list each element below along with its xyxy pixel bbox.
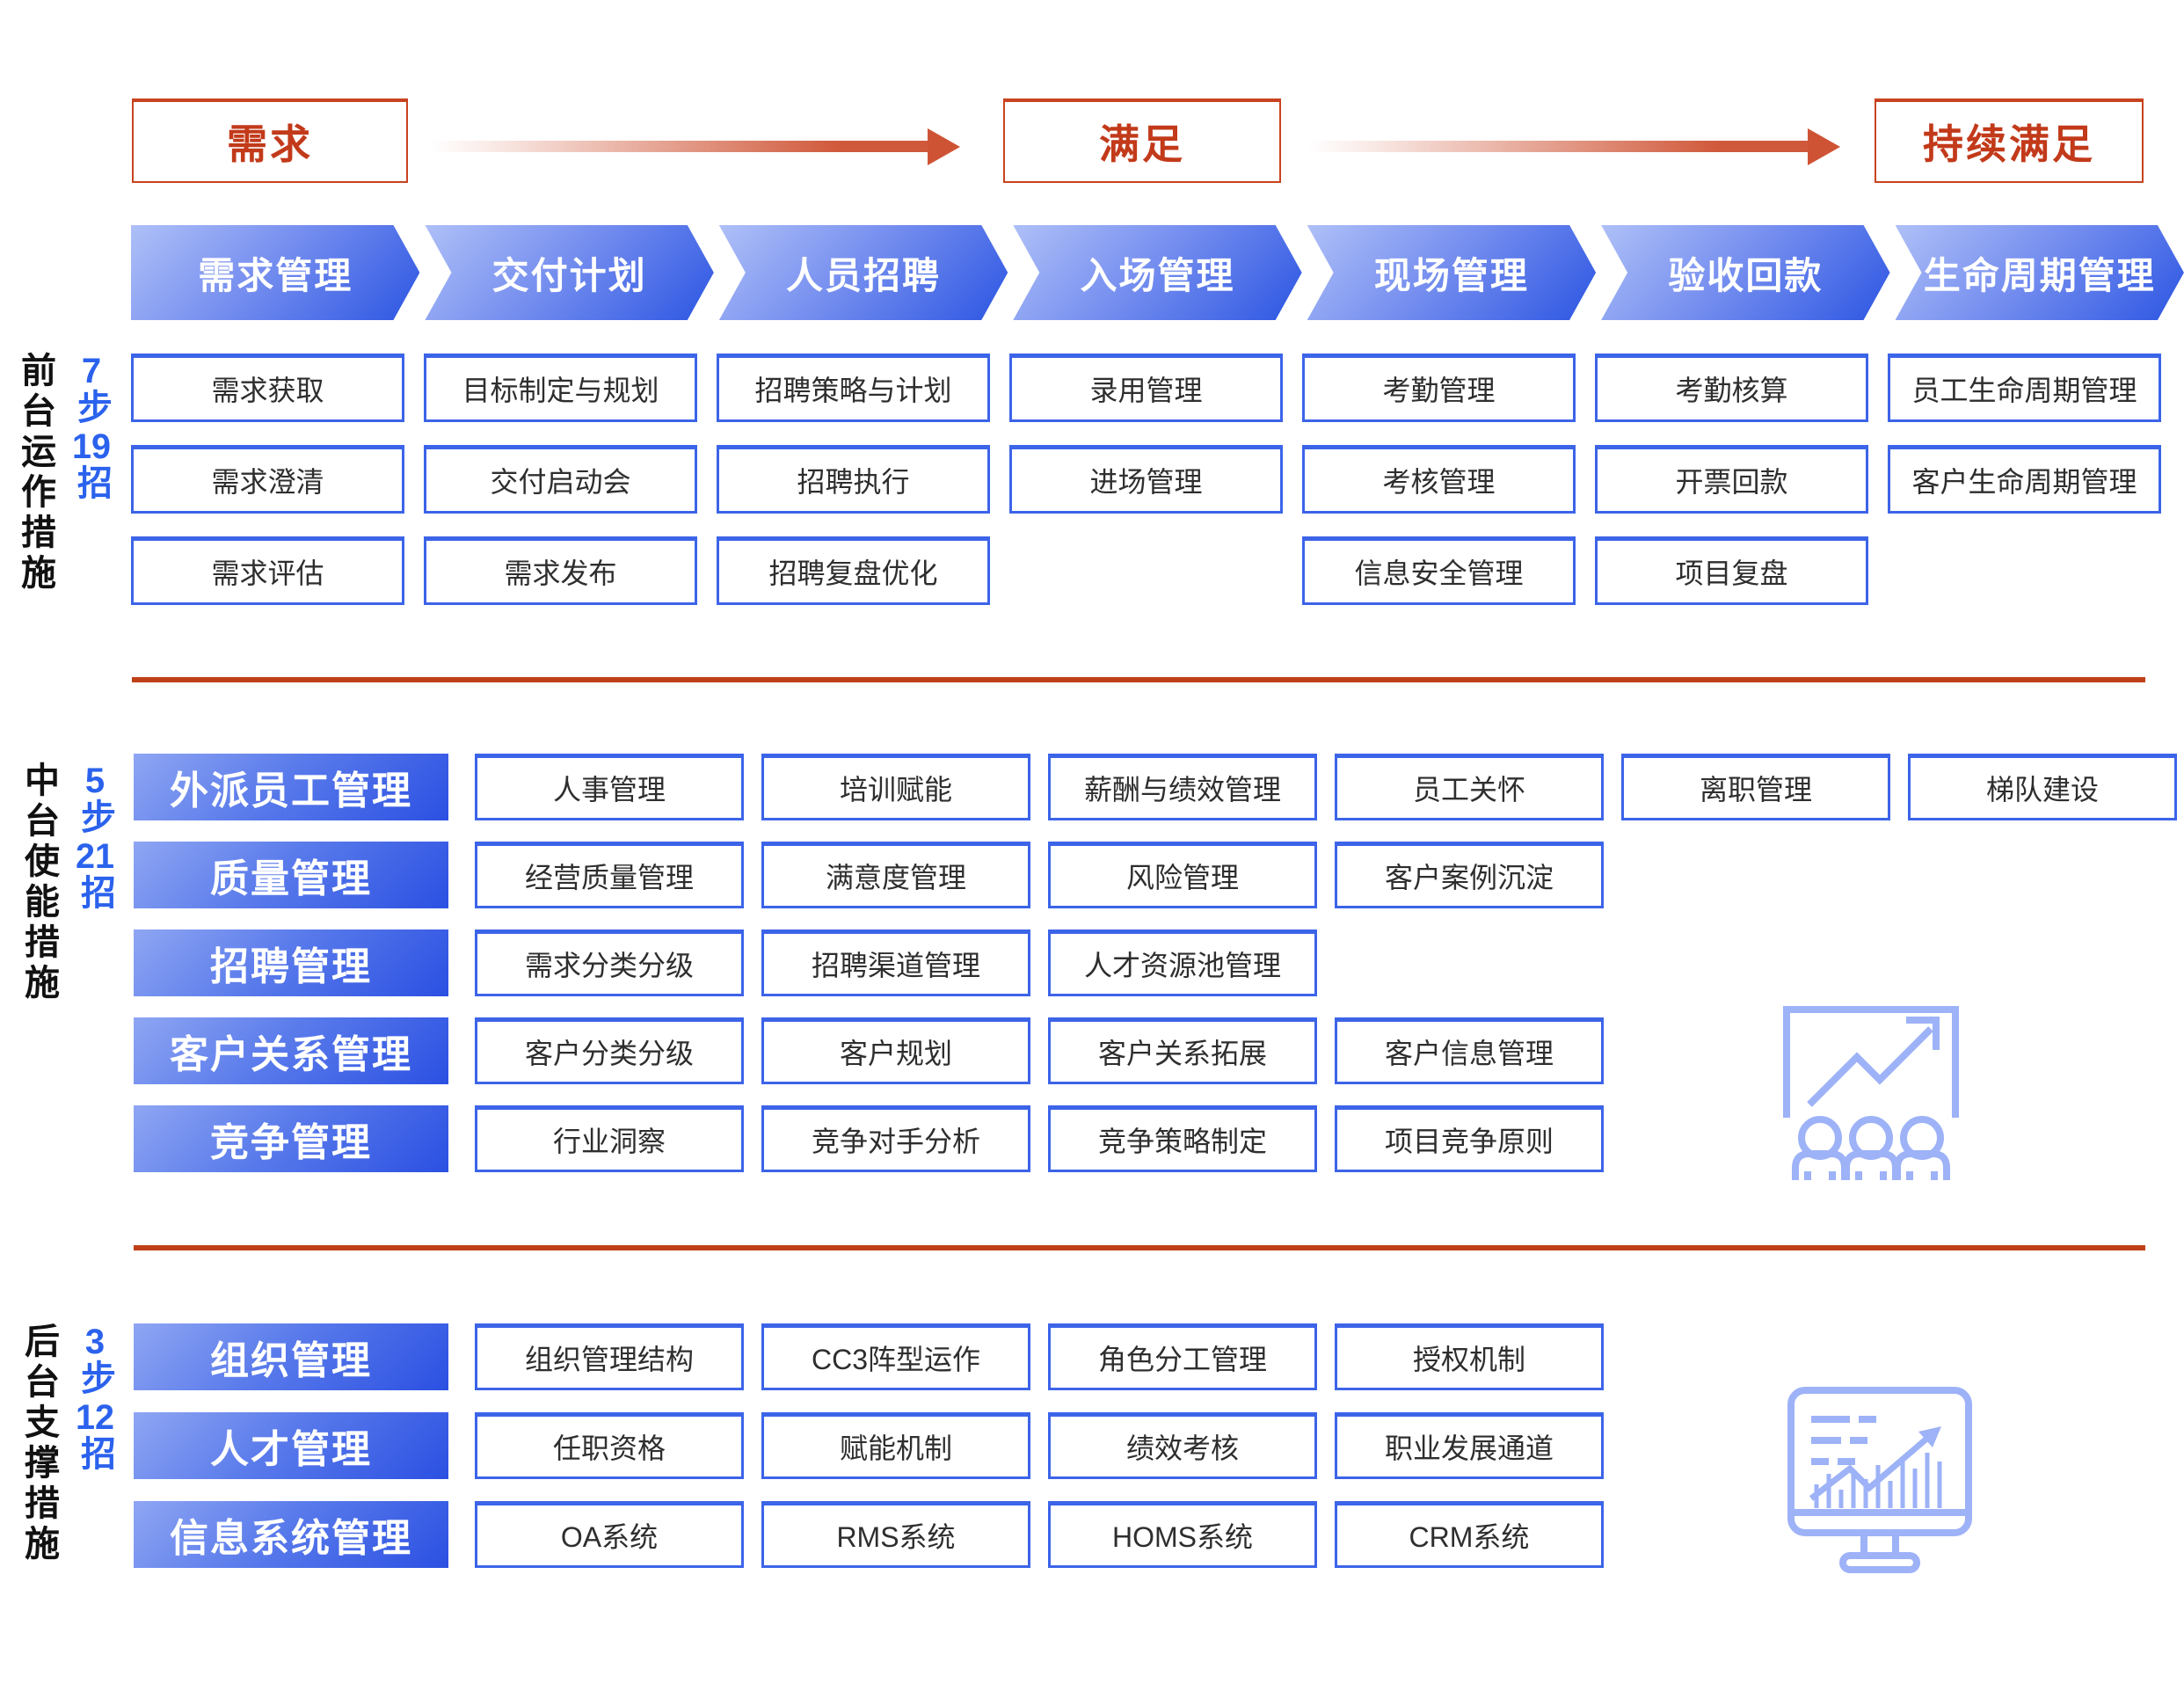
process-box: CC3阵型运作 [761,1323,1030,1390]
process-box: 考核管理 [1302,445,1576,514]
process-box: 信息安全管理 [1302,536,1576,605]
process-box: 考勤核算 [1595,354,1868,422]
row-label: 外派员工管理 [134,754,448,820]
process-box: 需求获取 [131,354,404,422]
process-box: 行业洞察 [475,1105,744,1172]
process-box: 需求澄清 [131,445,404,514]
process-box: 项目竞争原则 [1335,1105,1604,1172]
process-box: 人才资源池管理 [1048,929,1317,996]
middle-row-dispatched-staff: 外派员工管理 人事管理 培训赋能 薪酬与绩效管理 员工关怀 离职管理 梯队建设 [134,754,2177,820]
process-box: 角色分工管理 [1048,1323,1317,1390]
pipeline-stage-demand-mgmt: 需求管理 [131,225,419,320]
pipeline-stage-lifecycle-mgmt: 生命周期管理 [1896,225,2184,320]
process-box: OA系统 [475,1501,744,1568]
back-row-org-mgmt: 组织管理 组织管理结构 CC3阵型运作 角色分工管理 授权机制 [134,1323,1604,1390]
front-col-onboarding: 录用管理 进场管理 [1009,354,1283,605]
process-box: 录用管理 [1009,354,1283,422]
process-box: 需求发布 [424,536,697,605]
row-label: 客户关系管理 [134,1017,448,1084]
back-section-badge: 3步12招 [76,1324,114,1476]
section-divider [132,677,2145,682]
process-box: 需求分类分级 [475,929,744,996]
flow-stage-satisfy: 满足 [1003,98,1281,183]
front-section-badge: 7步19招 [72,354,111,505]
back-section-title: 后台支撑措施 [19,1323,58,1565]
process-box: 竞争策略制定 [1048,1105,1317,1172]
row-label: 质量管理 [134,842,448,908]
row-label: 信息系统管理 [134,1501,448,1568]
process-box: CRM系统 [1335,1501,1604,1568]
row-label: 竞争管理 [134,1105,448,1172]
process-box: HOMS系统 [1048,1501,1317,1568]
process-box: 客户案例沉淀 [1335,842,1604,908]
pipeline-stage-onsite-mgmt: 现场管理 [1307,225,1596,320]
process-box: 员工生命周期管理 [1888,354,2161,422]
process-box: 招聘执行 [717,445,990,514]
process-box: RMS系统 [761,1501,1030,1568]
process-box: 考勤管理 [1302,354,1576,422]
front-col-demand-mgmt: 需求获取 需求澄清 需求评估 [131,354,404,605]
section-divider [134,1245,2145,1250]
process-box: 满意度管理 [761,842,1030,908]
process-box: 客户关系拓展 [1048,1017,1317,1084]
process-box: 任职资格 [475,1412,744,1479]
process-box: 职业发展通道 [1335,1412,1604,1479]
pipeline-stage-onboarding: 入场管理 [1013,225,1301,320]
flow-stage-continuous-satisfy: 持续满足 [1875,98,2144,183]
process-box: 客户分类分级 [475,1017,744,1084]
flow-arrow-icon [1308,141,1808,152]
process-box: 客户信息管理 [1335,1017,1604,1084]
process-box: 招聘复盘优化 [717,536,990,605]
process-box: 招聘渠道管理 [761,929,1030,996]
process-box: 离职管理 [1621,754,1890,820]
front-col-delivery-plan: 目标制定与规划 交付启动会 需求发布 [424,354,697,605]
process-box: 授权机制 [1335,1323,1604,1390]
flow-stage-demand: 需求 [132,98,408,183]
pipeline-stage-delivery-plan: 交付计划 [425,225,713,320]
middle-row-customer-relation: 客户关系管理 客户分类分级 客户规划 客户关系拓展 客户信息管理 [134,1017,1604,1084]
process-box: 梯队建设 [1908,754,2177,820]
process-box: 开票回款 [1595,445,1868,514]
front-col-lifecycle-mgmt: 员工生命周期管理 客户生命周期管理 [1888,354,2161,605]
pipeline-stage-acceptance-payment: 验收回款 [1601,225,1889,320]
process-box: 经营质量管理 [475,842,744,908]
process-box: 人事管理 [475,754,744,820]
process-box: 目标制定与规划 [424,354,697,422]
middle-row-recruit-mgmt: 招聘管理 需求分类分级 招聘渠道管理 人才资源池管理 [134,929,1317,996]
middle-row-quality-mgmt: 质量管理 经营质量管理 满意度管理 风险管理 客户案例沉淀 [134,842,1604,908]
back-row-talent-mgmt: 人才管理 任职资格 赋能机制 绩效考核 职业发展通道 [134,1412,1604,1479]
process-box: 竞争对手分析 [761,1105,1030,1172]
process-box: 交付启动会 [424,445,697,514]
process-box: 客户生命周期管理 [1888,445,2161,514]
monitor-analytics-icon [1787,1386,1973,1574]
pipeline-chevron-row: 需求管理 交付计划 人员招聘 入场管理 现场管理 验收回款 生命周期管理 [131,225,2184,320]
process-box: 薪酬与绩效管理 [1048,754,1317,820]
middle-section-title: 中台使能措施 [19,762,58,1004]
process-box: 绩效考核 [1048,1412,1317,1479]
process-box: 需求评估 [131,536,404,605]
back-row-info-systems: 信息系统管理 OA系统 RMS系统 HOMS系统 CRM系统 [134,1501,1604,1568]
middle-row-competition-mgmt: 竞争管理 行业洞察 竞争对手分析 竞争策略制定 项目竞争原则 [134,1105,1604,1172]
process-box: 进场管理 [1009,445,1283,514]
process-box: 赋能机制 [761,1412,1030,1479]
front-section-title: 前台运作措施 [16,352,55,594]
pipeline-stage-recruiting: 人员招聘 [719,225,1008,320]
process-box: 员工关怀 [1335,754,1604,820]
front-col-onsite-mgmt: 考勤管理 考核管理 信息安全管理 [1302,354,1576,605]
front-col-acceptance-payment: 考勤核算 开票回款 项目复盘 [1595,354,1868,605]
process-box: 招聘策略与计划 [717,354,990,422]
row-label: 招聘管理 [134,929,448,996]
front-stage-matrix: 需求获取 需求澄清 需求评估 目标制定与规划 交付启动会 需求发布 招聘策略与计… [131,354,2161,605]
row-label: 组织管理 [134,1323,448,1390]
front-col-recruiting: 招聘策略与计划 招聘执行 招聘复盘优化 [717,354,990,605]
process-box: 培训赋能 [761,754,1030,820]
flow-arrow-icon [431,141,928,152]
process-box: 客户规划 [761,1017,1030,1084]
middle-section-badge: 5步21招 [76,763,114,915]
process-box: 风险管理 [1048,842,1317,908]
process-box: 项目复盘 [1595,536,1868,605]
row-label: 人才管理 [134,1412,448,1479]
process-box: 组织管理结构 [475,1323,744,1390]
presentation-growth-team-icon [1778,999,1964,1180]
